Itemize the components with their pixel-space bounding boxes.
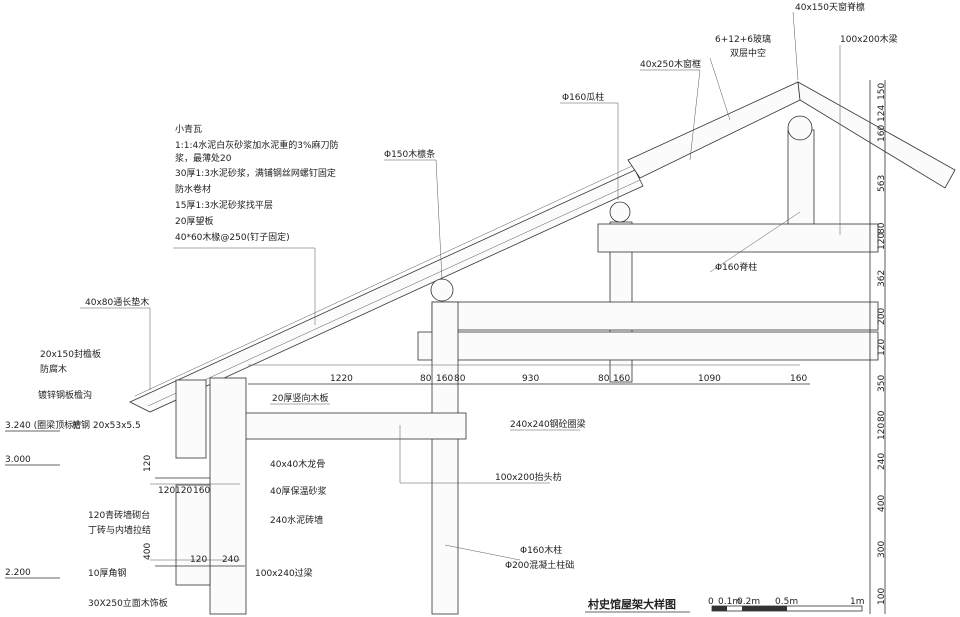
dims-wall: 120 120 160 120 240 <box>158 486 239 565</box>
wall-lower <box>175 484 211 586</box>
svg-text:1m: 1m <box>850 597 865 607</box>
scale-labels: 0 0.1m 0.2m 0.5m 1m <box>708 597 865 607</box>
label-elev3: 2.200 <box>5 568 31 578</box>
svg-text:120: 120 <box>190 555 207 565</box>
layer-5: 15厚1:3水泥砂浆找平层 <box>175 199 273 211</box>
layer-6: 20厚望板 <box>175 215 213 227</box>
svg-text:120: 120 <box>143 455 153 472</box>
svg-text:80: 80 <box>598 374 610 384</box>
label-elev2: 3.000 <box>5 455 31 465</box>
label-brick-sill: 120青砖墙砌台 <box>88 509 150 521</box>
tie-beam <box>211 412 467 440</box>
label-purlin: Φ150木檩条 <box>384 148 435 160</box>
roof-slope-upper <box>627 81 956 189</box>
svg-text:160: 160 <box>613 374 630 384</box>
wood-column <box>431 301 459 615</box>
upper-beam <box>597 223 879 253</box>
svg-text:120: 120 <box>175 486 192 496</box>
label-keel: 40x40木龙骨 <box>270 458 325 470</box>
svg-text:160: 160 <box>790 374 807 384</box>
label-ridge-beam: 40x150天窗脊檩 <box>795 1 865 13</box>
ring-beam <box>175 379 207 459</box>
svg-text:930: 930 <box>522 374 539 384</box>
label-preservative: 防腐木 <box>40 363 67 375</box>
label-eave-board: 20x150封檐板 <box>40 348 101 360</box>
label-lintel: 100x240过梁 <box>255 567 313 579</box>
label-col: Φ160木柱 <box>520 544 562 556</box>
label-elev1: 3.240 (圈梁顶标) <box>5 419 77 431</box>
svg-text:563: 563 <box>877 175 887 192</box>
label-gutter: 镀锌钢板檐沟 <box>38 389 92 401</box>
svg-text:100: 100 <box>877 588 887 605</box>
svg-text:0: 0 <box>708 597 714 607</box>
svg-text:1220: 1220 <box>330 374 353 384</box>
scale-bar <box>711 605 863 612</box>
label-vert-board: 20厚竖向木板 <box>272 392 328 404</box>
svg-text:150: 150 <box>877 83 887 100</box>
label-melon-post: Φ160瓜柱 <box>562 91 604 103</box>
svg-text:120: 120 <box>877 233 887 250</box>
label-glass2: 双层中空 <box>730 47 766 59</box>
label-channel: 槽钢 20x53x5.5 <box>72 419 141 431</box>
svg-text:362: 362 <box>877 270 887 287</box>
layer-4: 防水卷材 <box>175 183 211 195</box>
label-beam-top: 100x200木梁 <box>840 33 898 45</box>
dims-left: 120 400 <box>143 455 153 560</box>
svg-text:0.5m: 0.5m <box>775 597 798 607</box>
svg-text:400: 400 <box>143 543 153 560</box>
layer-3: 30厚1:3水泥砂浆，满铺钢丝网螺钉固定 <box>175 167 336 179</box>
svg-text:120: 120 <box>877 423 887 440</box>
label-ridge-post: Φ160脊柱 <box>715 261 757 273</box>
svg-text:120: 120 <box>877 339 887 356</box>
svg-text:0.1m: 0.1m <box>718 597 741 607</box>
drawing-title: 村史馆屋架大样图 <box>588 597 676 611</box>
svg-text:80: 80 <box>877 410 887 422</box>
label-base: Φ200混凝土柱础 <box>505 559 574 571</box>
svg-text:200: 200 <box>877 308 887 325</box>
lower-beam <box>417 331 879 361</box>
layer-2: 浆，最薄处20 <box>175 152 232 164</box>
svg-text:350: 350 <box>877 375 887 392</box>
melon-purlin <box>609 201 631 223</box>
ridge-purlin <box>787 115 813 141</box>
svg-text:120: 120 <box>158 486 175 496</box>
label-facing: 30X250立面木饰板 <box>88 597 168 609</box>
svg-text:0.2m: 0.2m <box>737 597 760 607</box>
svg-text:80: 80 <box>454 374 466 384</box>
svg-text:1090: 1090 <box>698 374 721 384</box>
svg-text:80: 80 <box>420 374 432 384</box>
layer-0: 小青瓦 <box>175 123 202 135</box>
brick-wall <box>209 377 247 615</box>
svg-text:240: 240 <box>222 555 239 565</box>
label-ring-beam: 240x240钢砼圈梁 <box>510 418 586 430</box>
leader-lines <box>80 11 841 561</box>
label-window-frame: 40x250木窗框 <box>640 58 701 70</box>
svg-text:240: 240 <box>877 453 887 470</box>
purlin <box>430 278 454 302</box>
label-eave-wood: 40x80通长垫木 <box>85 296 149 308</box>
label-tie-beam: 100x200抬头枋 <box>495 471 562 483</box>
svg-text:400: 400 <box>877 495 887 512</box>
layer-list: 小青瓦 1:1:4水泥白灰砂浆加水泥重的3%麻刀防 浆，最薄处20 30厚1:3… <box>175 123 339 243</box>
dims-vertical: 150 124 160 563 80 120 362 200 120 350 8… <box>877 83 887 605</box>
svg-text:160: 160 <box>877 125 887 142</box>
label-glass: 6+12+6玻璃 <box>715 33 771 45</box>
svg-text:80: 80 <box>877 222 887 234</box>
roof-slope-left <box>129 165 644 413</box>
label-wall: 240水泥砖墙 <box>270 514 323 526</box>
svg-text:300: 300 <box>877 541 887 558</box>
label-mortar: 40厚保温砂浆 <box>270 485 326 497</box>
svg-text:160: 160 <box>193 486 210 496</box>
svg-text:124: 124 <box>877 105 887 122</box>
layer-7: 40*60木椽@250(钉子固定) <box>175 231 290 243</box>
label-angle: 10厚角钢 <box>88 567 126 579</box>
svg-text:160: 160 <box>436 374 453 384</box>
elevation-marks <box>5 430 60 579</box>
dims-horizontal: 1220 80 160 80 930 80 160 1090 160 <box>330 374 807 384</box>
label-brick-sill2: 丁砖与内墙拉结 <box>88 524 151 536</box>
layer-1: 1:1:4水泥白灰砂浆加水泥重的3%麻刀防 <box>175 139 339 151</box>
main-beam <box>431 301 879 331</box>
